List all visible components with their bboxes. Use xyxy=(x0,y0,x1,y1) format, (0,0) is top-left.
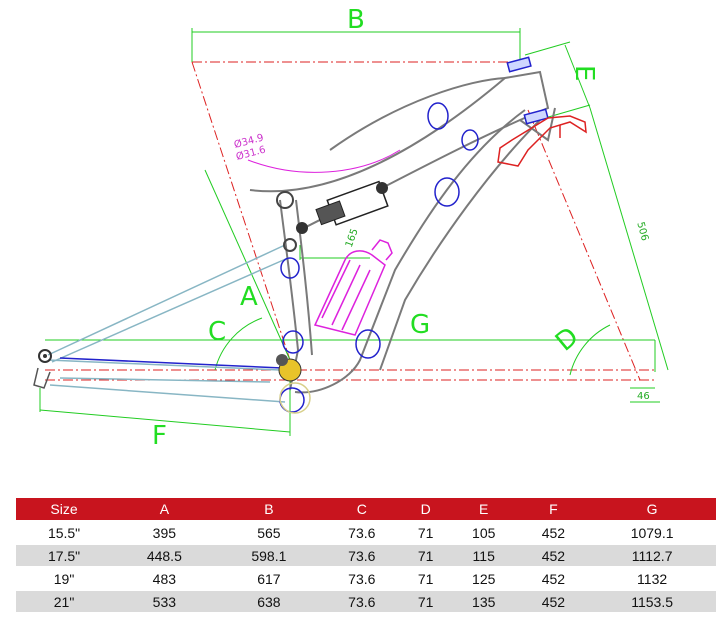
table-row: 15.5" 395 565 73.6 71 105 452 1079.1 xyxy=(16,522,716,543)
header-e: E xyxy=(448,498,519,520)
header-size: Size xyxy=(16,498,113,520)
dim-letter-a: A xyxy=(240,282,258,312)
cell: 73.6 xyxy=(321,568,403,589)
header-g: G xyxy=(588,498,716,520)
cell: 1153.5 xyxy=(588,591,716,612)
cell: 71 xyxy=(402,522,449,543)
rear-shock xyxy=(276,180,389,252)
dim-letter-c: C xyxy=(208,317,226,347)
cell: 395 xyxy=(112,522,217,543)
cell: 105 xyxy=(448,522,519,543)
table-header-row: Size A B C D E F G xyxy=(16,498,716,520)
cell: 448.5 xyxy=(112,545,217,566)
shock-length: 165 xyxy=(344,227,361,249)
cell: 452 xyxy=(518,591,589,612)
dim-letter-f: F xyxy=(152,421,167,451)
water-bottle xyxy=(313,239,393,336)
cell: 125 xyxy=(448,568,519,589)
header-c: C xyxy=(321,498,403,520)
cell: 452 xyxy=(518,568,589,589)
size-geometry-table: Size A B C D E F G 15.5" 395 565 73.6 71… xyxy=(16,496,716,614)
dim-letter-b: B xyxy=(347,5,365,35)
cell: 483 xyxy=(112,568,217,589)
header-f: F xyxy=(518,498,589,520)
header-d: D xyxy=(402,498,449,520)
rear-triangle xyxy=(47,244,289,403)
cell: 1112.7 xyxy=(588,545,716,566)
table-row: 17.5" 448.5 598.1 73.6 71 115 452 1112.7 xyxy=(16,545,716,566)
dim-letter-e: E xyxy=(569,65,599,81)
cell: 533 xyxy=(112,591,217,612)
header-b: B xyxy=(216,498,322,520)
cell: 73.6 xyxy=(321,522,403,543)
cell: 73.6 xyxy=(321,545,403,566)
cell: 1079.1 xyxy=(588,522,716,543)
cell: 71 xyxy=(402,591,449,612)
cell: 19" xyxy=(16,568,113,589)
head-tube xyxy=(506,56,549,125)
offset-value: 46 xyxy=(637,391,650,402)
bottom-bracket xyxy=(276,354,311,414)
header-a: A xyxy=(112,498,217,520)
table-row: 21" 533 638 73.6 71 135 452 1153.5 xyxy=(16,591,716,612)
bike-frame-geometry-drawing: B E A C G D F Ø34.9 Ø31.6 165 506 46 xyxy=(33,5,669,451)
cell: 115 xyxy=(448,545,519,566)
dropout xyxy=(33,349,52,389)
fork-length: 506 xyxy=(634,221,650,242)
cell: 598.1 xyxy=(216,545,322,566)
cell: 452 xyxy=(518,545,589,566)
dim-letter-g: G xyxy=(410,310,430,340)
cell: 1132 xyxy=(588,568,716,589)
seat-stay-outline xyxy=(247,149,401,173)
cell: 617 xyxy=(216,568,322,589)
tube-sections xyxy=(59,102,479,413)
cell: 638 xyxy=(216,591,322,612)
front-triangle xyxy=(249,70,556,394)
cell: 452 xyxy=(518,522,589,543)
cell: 73.6 xyxy=(321,591,403,612)
cell: 71 xyxy=(402,568,449,589)
cell: 21" xyxy=(16,591,113,612)
centerlines xyxy=(45,61,655,381)
cell: 15.5" xyxy=(16,522,113,543)
cell: 565 xyxy=(216,522,322,543)
fork-crown xyxy=(497,115,587,167)
table-row: 19" 483 617 73.6 71 125 452 1132 xyxy=(16,568,716,589)
cell: 135 xyxy=(448,591,519,612)
cell: 71 xyxy=(402,545,449,566)
cell: 17.5" xyxy=(16,545,113,566)
